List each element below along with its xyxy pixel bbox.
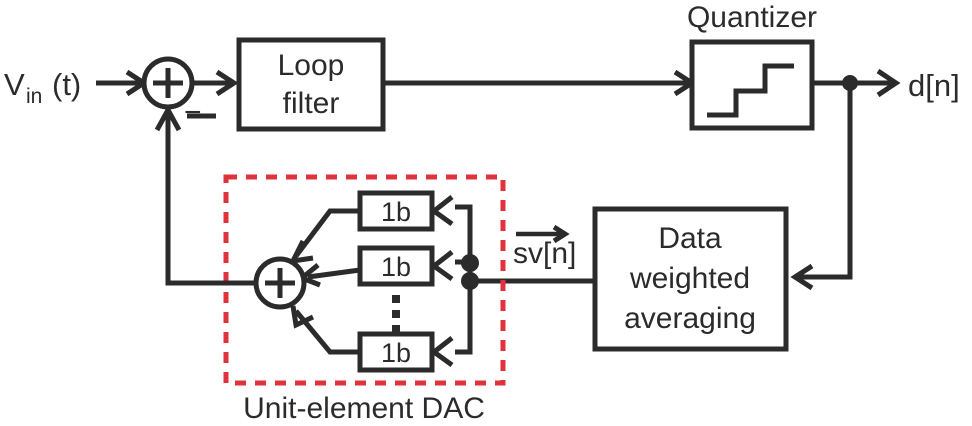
unit-cell-1-input-arrow [429,195,454,227]
dwa-label-line3: averaging [624,302,756,335]
unit-element-dac-boundary [223,174,506,386]
quantizer-title-label: Quantizer [687,1,817,34]
unit-cell-ellipsis-icon [392,295,400,333]
sv-vector-label: sv[n] [513,224,576,270]
wire-cell2-to-dacsummer [297,263,361,288]
wire-dac-to-summer [154,104,256,286]
dwa-label-line2: weighted [629,262,750,295]
wire-output-to-dwa [790,83,853,291]
sv-vector-arrow-head [552,224,570,244]
output-signal-label: d[n] [908,68,960,103]
wire-input-to-summer [96,69,149,97]
sv-label-text: sv[n] [513,237,576,270]
wire-summer-to-loopfilter [192,69,239,97]
data-weighted-averaging-block: Data weighted averaging [592,206,789,352]
wire-loopfilter-to-quantizer [383,69,697,97]
unit-cell-2: 1b [357,245,454,287]
wire-cell3-to-dacsummer [290,305,360,355]
input-label-v: V [4,67,25,102]
dwa-label-line1: Data [658,222,722,255]
wire-quantizer-to-output [812,68,901,98]
quantizer-block [689,39,815,131]
loop-filter-label-line1: Loop [278,49,345,82]
loop-filter-block: Loop filter [236,37,386,132]
unit-cell-3-label: 1b [381,338,411,368]
input-label-subscript: in [26,85,42,108]
unit-cell-1: 1b [357,190,454,232]
bus-junction-dot-lower [461,272,479,290]
unit-cell-2-input-arrow [429,250,454,282]
unit-cell-1-label: 1b [381,197,411,227]
dac-summing-junction [253,256,307,310]
unit-cell-3-input-arrow [429,336,454,368]
loop-filter-label-line2: filter [283,87,340,120]
dac-distribution-bus [455,204,479,355]
summing-junction [141,56,216,119]
bus-junction-dot-upper [461,254,479,272]
input-signal-label: V in (t) [4,67,81,108]
unit-cell-2-label: 1b [381,252,411,282]
wire-cell1-to-dacsummer [288,208,360,265]
staircase-icon [707,63,794,118]
unit-element-dac-caption: Unit-element DAC [243,392,485,425]
input-label-time: (t) [52,67,81,102]
unit-cell-3: 1b [357,331,454,373]
